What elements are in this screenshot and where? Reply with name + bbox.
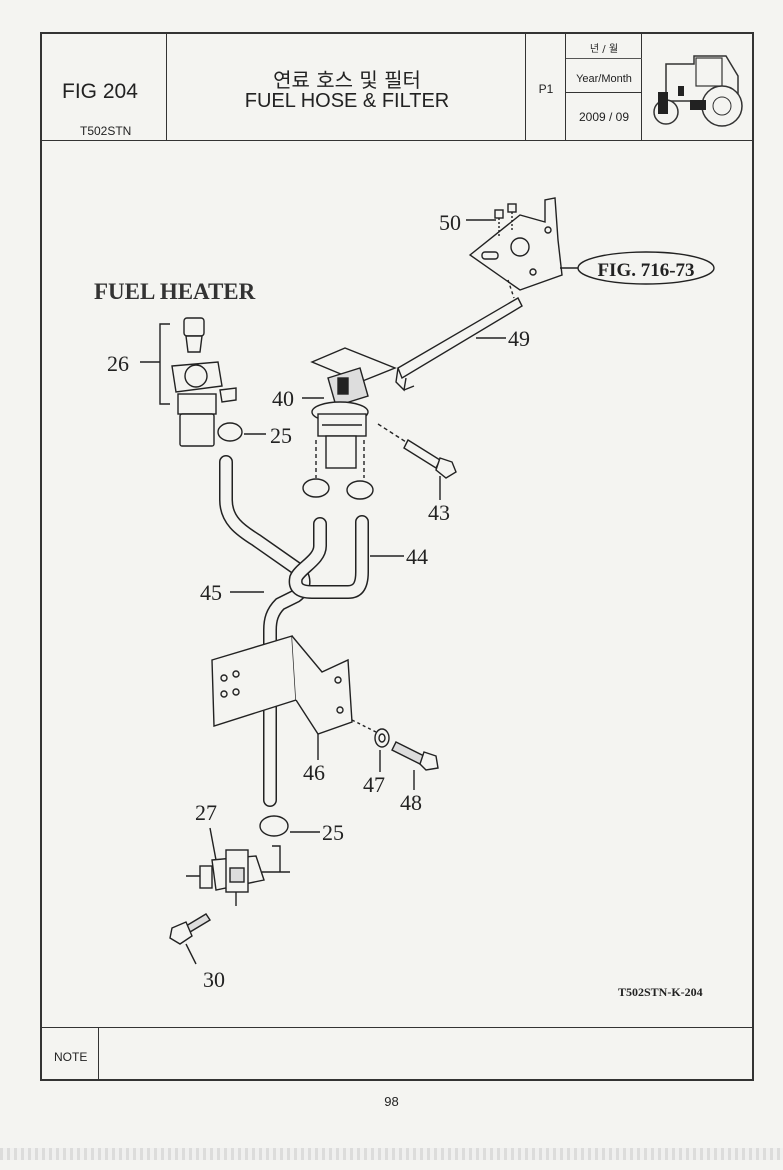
page-frame: FIG 204 T502STN 연료 호스 및 필터 FUEL HOSE & F… — [40, 32, 754, 1081]
note-label: NOTE — [54, 1050, 88, 1064]
callout-27: 27 — [195, 800, 217, 825]
page-code: P1 — [538, 82, 554, 96]
header-title-cell — [167, 34, 526, 140]
header-fig-cell — [42, 34, 167, 140]
bolt-48 — [391, 741, 439, 790]
section-label: FUEL HEATER — [94, 279, 256, 304]
header-page-cell — [526, 34, 566, 140]
hose-clamp — [346, 480, 374, 500]
year-month-value: 2009 / 09 — [578, 110, 630, 124]
fuel-heater-26 — [171, 317, 237, 447]
strap-49 — [395, 297, 523, 392]
callout-45: 45 — [200, 580, 222, 605]
leader — [209, 827, 217, 861]
scan-artifact — [0, 1148, 783, 1160]
callout-25-lower: 25 — [322, 820, 344, 845]
year-month-label: Year/Month — [576, 73, 632, 85]
callout-30: 30 — [203, 967, 225, 992]
leader — [159, 323, 170, 405]
tractor-icon — [653, 55, 743, 127]
callout-26: 26 — [107, 351, 129, 376]
bolt-43 — [377, 423, 457, 479]
callout-46: 46 — [303, 760, 325, 785]
header-date-cell — [566, 34, 642, 140]
bolt-30 — [169, 913, 211, 965]
bracket-46 — [211, 635, 353, 760]
page-number: 98 — [384, 1094, 399, 1109]
figure-reference: FIG. 716-73 — [597, 260, 694, 281]
callout-25-upper: 25 — [270, 423, 292, 448]
callout-48: 48 — [400, 790, 422, 815]
mounting-plate — [468, 197, 563, 299]
figure-number: FIG 204 — [62, 80, 138, 103]
callout-47: 47 — [363, 772, 385, 797]
note-divider — [98, 1027, 99, 1079]
date-divider — [566, 58, 642, 59]
year-month-label-korean: 년 / 월 — [589, 44, 619, 55]
hose-clamp — [217, 422, 243, 442]
note-rule — [42, 1027, 752, 1028]
fuel-filter-40 — [310, 347, 397, 478]
header-bottom-rule — [42, 140, 752, 141]
model-code: T502STN — [80, 124, 132, 138]
callout-44: 44 — [406, 544, 428, 569]
title-english: FUEL HOSE & FILTER — [244, 90, 450, 112]
title-korean: 연료 호스 및 필터 — [273, 68, 421, 92]
callout-50: 50 — [439, 210, 461, 235]
drawing-code: T502STN-K-204 — [618, 985, 703, 999]
washer-47 — [351, 719, 390, 772]
date-divider — [566, 92, 642, 93]
hose-clamp — [259, 815, 289, 837]
bolt-50 — [494, 203, 517, 236]
hose-clamp — [302, 478, 330, 498]
callout-43: 43 — [428, 500, 450, 525]
callout-49: 49 — [508, 326, 530, 351]
fuel-pump-27 — [186, 845, 290, 906]
callout-40: 40 — [272, 386, 294, 411]
figure-reference-oval — [577, 251, 715, 285]
